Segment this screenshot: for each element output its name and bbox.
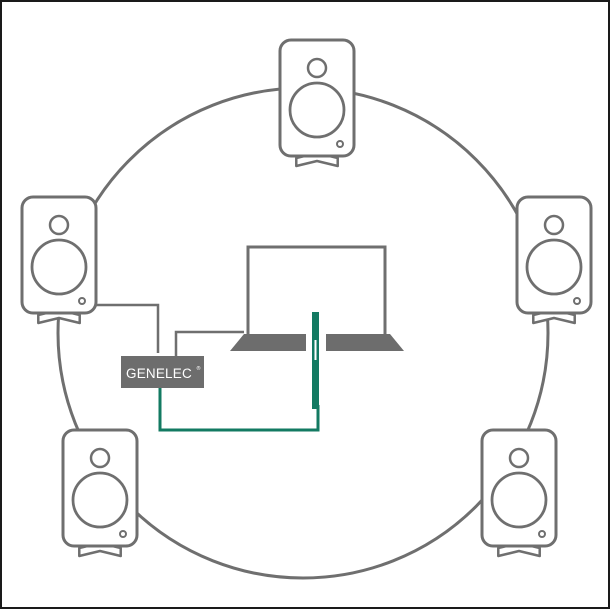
laptop-base-left	[230, 334, 306, 351]
status-led	[119, 530, 127, 538]
genelec-interface: GENELEC ®	[121, 356, 204, 388]
microphone-body	[312, 312, 319, 409]
speaker-cable	[95, 303, 160, 353]
speaker-top-center	[278, 38, 356, 168]
status-led	[336, 140, 344, 148]
interface-brand-label: GENELEC	[126, 366, 192, 381]
laptop-screen	[246, 245, 387, 334]
usb-cable	[174, 330, 244, 356]
speaker-cabinet	[61, 428, 139, 548]
speakers-group	[20, 38, 593, 558]
tweeter	[543, 214, 565, 236]
speaker-right	[515, 195, 593, 325]
woofer	[490, 471, 548, 529]
speaker-cabinet	[480, 428, 558, 548]
interface-box	[121, 356, 204, 388]
status-led	[78, 297, 86, 305]
interface-registered-mark: ®	[196, 365, 201, 372]
speaker-left	[20, 195, 98, 325]
laptop-base-right	[326, 334, 404, 351]
tweeter	[48, 214, 70, 236]
woofer	[30, 238, 88, 296]
microphone-cable	[158, 386, 320, 432]
speaker-bottom-left	[61, 428, 139, 558]
woofer	[525, 238, 583, 296]
woofer	[288, 81, 346, 139]
tweeter	[89, 447, 111, 469]
measurement-microphone	[312, 312, 319, 409]
speaker-cabinet	[20, 195, 98, 315]
tweeter	[306, 57, 328, 79]
speaker-bottom-right	[480, 428, 558, 558]
tweeter	[508, 447, 530, 469]
woofer	[71, 471, 129, 529]
status-led	[573, 297, 581, 305]
laptop	[230, 245, 404, 351]
speaker-cabinet	[278, 38, 356, 158]
speaker-cabinet	[515, 195, 593, 315]
status-led	[538, 530, 546, 538]
